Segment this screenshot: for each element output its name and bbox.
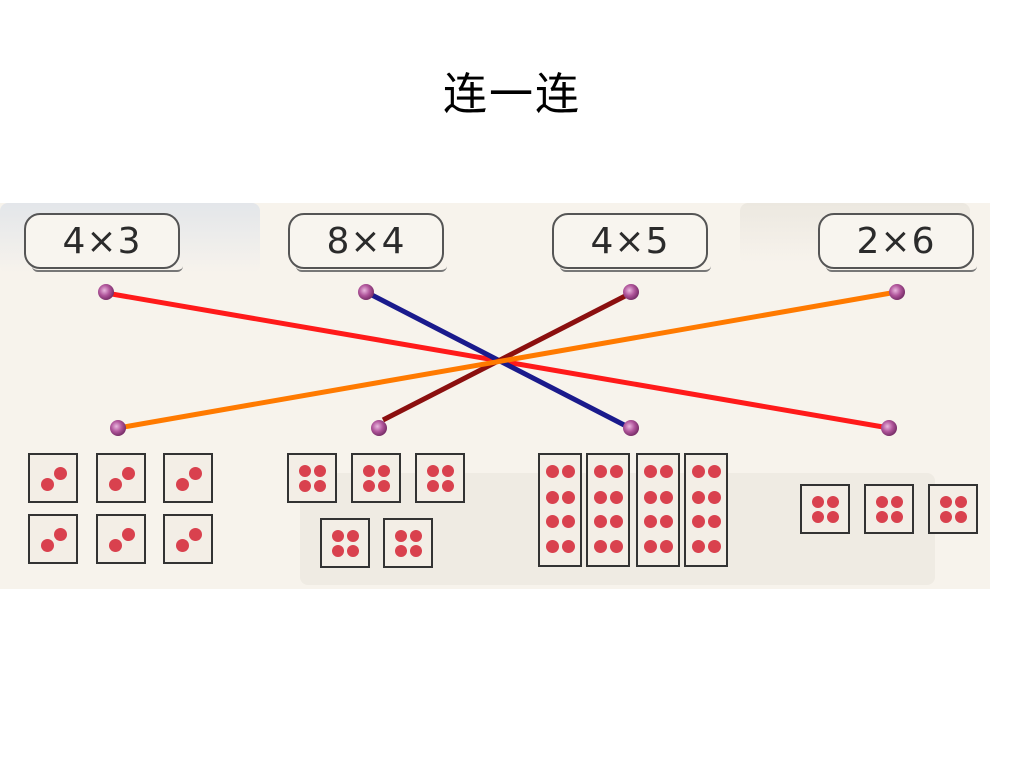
dot: [660, 465, 673, 478]
dot: [660, 540, 673, 553]
dot: [347, 530, 359, 542]
dot: [594, 491, 607, 504]
dot: [594, 465, 607, 478]
dot: [54, 528, 67, 541]
dot: [594, 515, 607, 528]
dot-card: [96, 453, 146, 503]
dot: [332, 530, 344, 542]
dot: [660, 491, 673, 504]
dot: [562, 491, 575, 504]
dot: [594, 540, 607, 553]
dot-card: [636, 453, 680, 567]
dot: [54, 467, 67, 480]
dot-card: [928, 484, 978, 534]
dot-card: [684, 453, 728, 567]
expression-2x6[interactable]: 2×6: [818, 213, 977, 272]
dot: [546, 491, 559, 504]
dot: [812, 496, 824, 508]
dot: [189, 528, 202, 541]
dot: [610, 515, 623, 528]
dot-card: [864, 484, 914, 534]
dot-card: [800, 484, 850, 534]
dot: [176, 539, 189, 552]
dot: [546, 540, 559, 553]
dot: [442, 480, 454, 492]
dot: [610, 491, 623, 504]
dot: [410, 545, 422, 557]
dot: [610, 465, 623, 478]
dot: [708, 540, 721, 553]
dot: [692, 515, 705, 528]
dot: [610, 540, 623, 553]
dot: [708, 465, 721, 478]
dot: [940, 511, 952, 523]
dot: [876, 496, 888, 508]
dot: [562, 540, 575, 553]
dot-card: [538, 453, 582, 567]
dot: [644, 465, 657, 478]
expression-4x3[interactable]: 4×3: [24, 213, 183, 272]
dot: [891, 496, 903, 508]
dot: [660, 515, 673, 528]
dot: [891, 511, 903, 523]
dot-card: [96, 514, 146, 564]
expression-4x5[interactable]: 4×5: [552, 213, 711, 272]
page-title: 连一连: [443, 69, 581, 120]
dot: [122, 467, 135, 480]
dot: [708, 491, 721, 504]
dot: [692, 465, 705, 478]
dot: [644, 491, 657, 504]
dot: [378, 480, 390, 492]
dot-card: [287, 453, 337, 503]
dot: [395, 530, 407, 542]
dot: [314, 480, 326, 492]
dot: [299, 480, 311, 492]
dot-card: [586, 453, 630, 567]
dot-card: [320, 518, 370, 568]
dot: [395, 545, 407, 557]
dot: [546, 515, 559, 528]
dot: [332, 545, 344, 557]
dot: [176, 478, 189, 491]
dot: [363, 465, 375, 477]
dot: [562, 515, 575, 528]
dot: [827, 511, 839, 523]
dot: [109, 478, 122, 491]
dot: [827, 496, 839, 508]
dot: [314, 465, 326, 477]
dot: [940, 496, 952, 508]
dot: [708, 515, 721, 528]
dot: [109, 539, 122, 552]
dot: [189, 467, 202, 480]
dot: [955, 511, 967, 523]
dot-card: [351, 453, 401, 503]
dot: [692, 491, 705, 504]
dot: [427, 465, 439, 477]
dot: [692, 540, 705, 553]
dot: [644, 540, 657, 553]
dot: [955, 496, 967, 508]
dot: [562, 465, 575, 478]
dot: [410, 530, 422, 542]
dot-card: [415, 453, 465, 503]
dot-card: [28, 453, 78, 503]
dot-card: [383, 518, 433, 568]
dot: [378, 465, 390, 477]
dot-card: [163, 453, 213, 503]
dot: [347, 545, 359, 557]
dot: [122, 528, 135, 541]
dot: [299, 465, 311, 477]
dot: [876, 511, 888, 523]
dot: [427, 480, 439, 492]
dot-card: [163, 514, 213, 564]
dot: [442, 465, 454, 477]
expression-8x4[interactable]: 8×4: [288, 213, 447, 272]
dot: [41, 539, 54, 552]
dot: [644, 515, 657, 528]
dot: [546, 465, 559, 478]
dot: [363, 480, 375, 492]
dot: [812, 511, 824, 523]
dot-card: [28, 514, 78, 564]
dot: [41, 478, 54, 491]
